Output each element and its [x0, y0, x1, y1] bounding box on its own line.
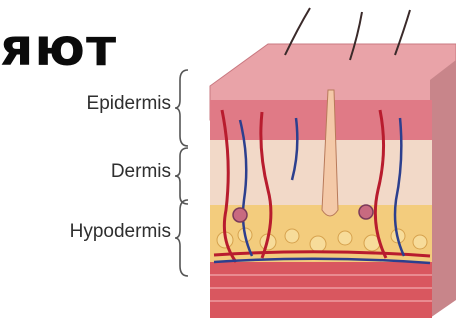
bottom-layer [210, 262, 432, 318]
skin-right-face [430, 60, 456, 318]
